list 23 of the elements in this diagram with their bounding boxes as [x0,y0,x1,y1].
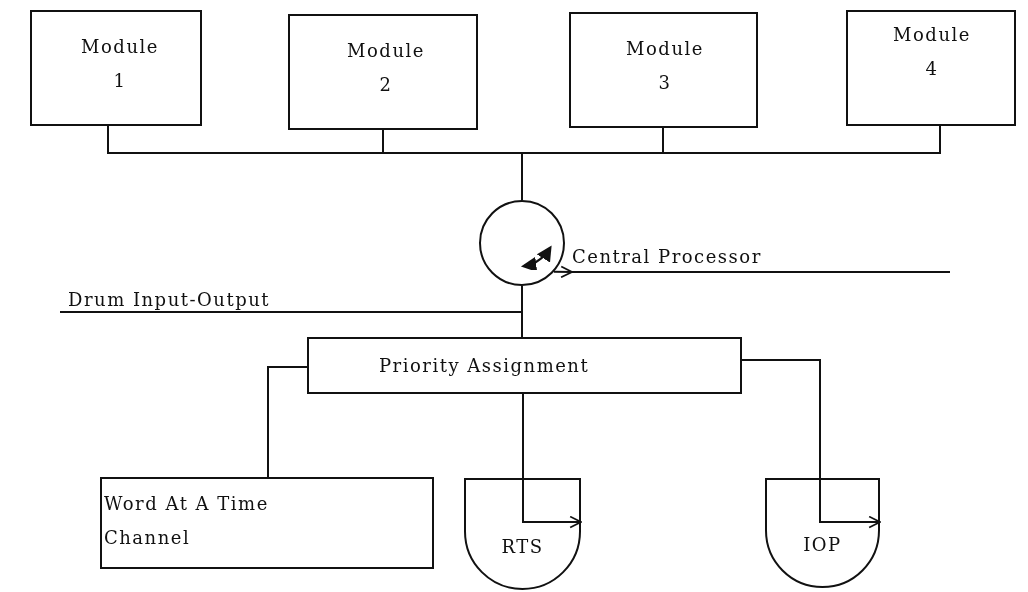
node-text: Word At A Time Channel [104,492,270,550]
connector-line [521,125,941,201]
process-box [30,10,202,126]
node-text: RTS [500,535,545,559]
connector-line [267,366,308,478]
process-box [288,14,478,130]
node-text: Priority Assignment [379,354,591,378]
node-text: Module 1 [80,35,160,93]
process-box [569,12,758,128]
process-box [307,337,742,394]
process-box [846,10,1016,126]
node-text: IOP [802,533,843,557]
node-text: Module 4 [892,23,972,81]
arrow [522,393,582,529]
arrow [552,265,573,279]
arrow [741,359,881,529]
connector-line [521,285,523,338]
node-text: Module 3 [625,37,705,95]
node-text: Drum Input-Output [67,288,271,312]
underlined-label [572,247,950,273]
node-text: Module 2 [346,39,426,97]
process-box [100,477,434,569]
node-text: Central Processor [572,245,763,269]
